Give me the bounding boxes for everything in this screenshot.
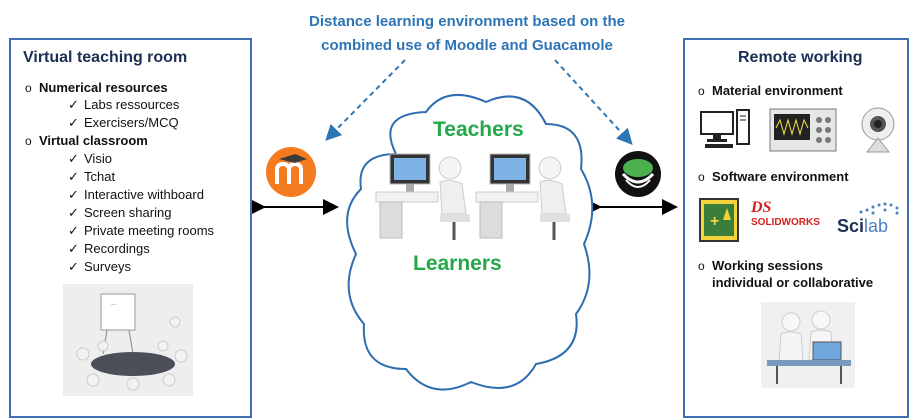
title-line-2: combined use of Moodle and Guacamole [321,37,613,54]
check-item: ✓Recordings [68,241,150,256]
collaboration-icon [761,302,855,388]
check-item: ✓Private meeting rooms [68,223,215,238]
meeting-table-icon: — [63,284,193,396]
svg-text:+: + [710,213,719,230]
guacamole-logo-icon [615,151,661,197]
solidworks-mark: DS [751,199,772,216]
person-at-computer-icon [475,153,570,240]
check-item: ✓Exercisers/MCQ [68,115,179,130]
oscilloscope-icon [769,108,837,152]
check-item: ✓Interactive withboard [68,187,204,202]
webcam-icon [861,107,895,153]
solidworks-logo-icon: DS SOLIDWORKS [751,200,833,240]
scilab-logo-icon: Scilab [837,200,909,240]
check-item: ✓Labs ressources [68,97,180,112]
moodle-logo-icon [266,147,316,197]
check-item: ✓Tchat [68,169,116,184]
labview-logo-icon: + [699,198,739,242]
dashed-arrow-to-guacamole [554,59,633,145]
check-item: ✓Screen sharing [68,205,172,220]
left-panel-title: Virtual teaching room [23,49,188,66]
svg-text:—: — [111,302,116,308]
dashed-arrows [250,59,678,215]
diagram-title: Distance learning environment based on t… [262,10,672,58]
scilab-text: Scilab [837,216,889,236]
dashed-arrow-to-moodle [325,59,406,141]
teachers-label: Teachers [433,118,524,141]
check-item: ✓Visio [68,151,112,166]
working-sessions-subtitle: individual or collaborative [712,275,874,290]
scilab-dots [859,202,899,215]
person-at-computer-icon [375,153,470,240]
learners-label: Learners [413,252,502,275]
title-line-1: Distance learning environment based on t… [309,13,625,30]
solidworks-text: SOLIDWORKS [751,217,820,228]
right-panel-title: Remote working [738,49,863,66]
desktop-computer-icon [700,109,750,148]
check-item: ✓Surveys [68,259,131,274]
